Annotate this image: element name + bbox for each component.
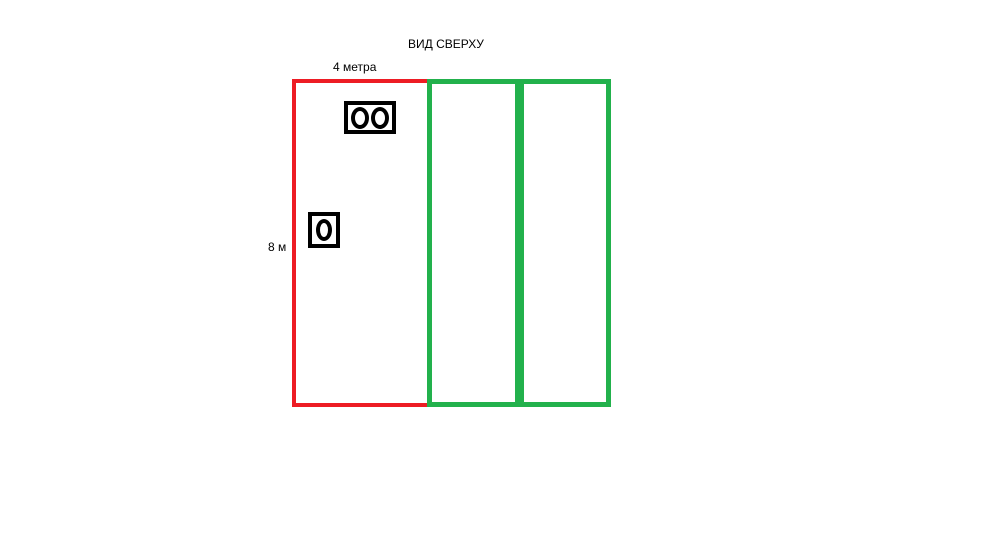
double-burner-icon <box>344 101 396 134</box>
width-dimension-label: 4 метра <box>333 60 377 74</box>
burner-icon <box>316 219 332 241</box>
burner-icon <box>371 106 389 129</box>
height-dimension-label: 8 м <box>268 240 287 254</box>
burner-icon <box>351 106 369 129</box>
green-zone-left <box>427 79 524 407</box>
green-zone-right <box>518 79 611 407</box>
diagram-title: ВИД СВЕРХУ <box>408 37 484 51</box>
single-burner-icon <box>308 212 340 248</box>
